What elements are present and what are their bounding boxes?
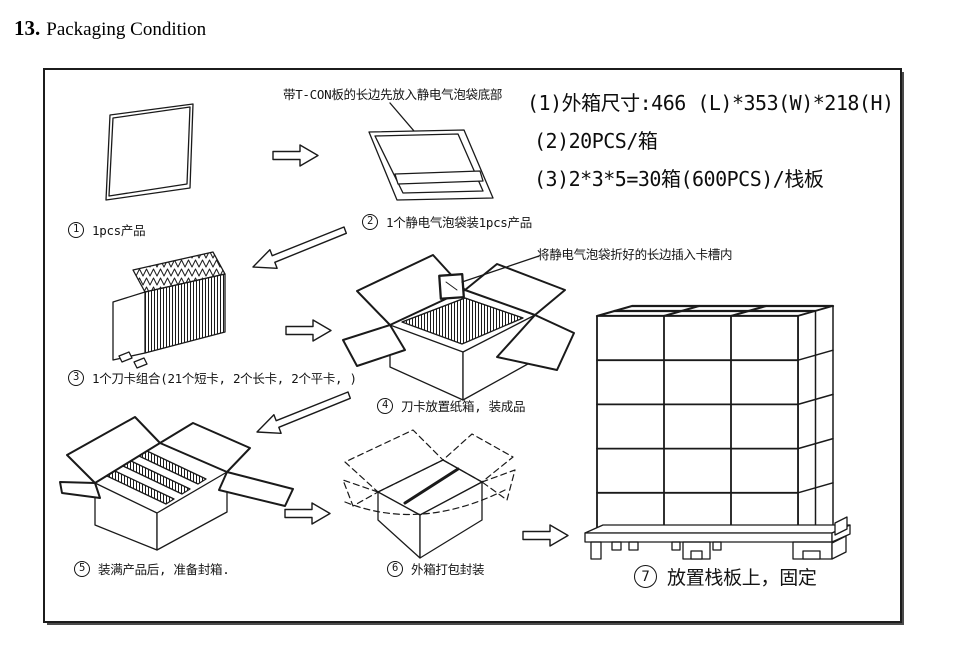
step-number-7: 7 xyxy=(634,565,657,588)
diagram-frame xyxy=(43,68,902,623)
step-text-5: 装满产品后, 准备封箱. xyxy=(98,562,230,577)
step-label-1: 1 1pcs产品 xyxy=(68,220,146,239)
panel-drawing xyxy=(105,103,194,201)
step-number-2: 2 xyxy=(362,213,378,230)
step-number-5: 5 xyxy=(74,560,90,577)
step-text-3: 1个刀卡组合(21个短卡, 2个长卡, 2个平卡, ) xyxy=(92,371,357,386)
arrow-diagonal-2 xyxy=(256,391,351,434)
section-title-text: Packaging Condition xyxy=(46,19,207,40)
step-text-2: 1个静电气泡袋装1pcs产品 xyxy=(386,215,532,230)
step-text-6: 外箱打包封装 xyxy=(411,562,485,577)
step-number-3: 3 xyxy=(68,369,84,386)
carton-with-cards-drawing xyxy=(342,254,575,401)
step-label-6: 6 外箱打包封装 xyxy=(387,559,485,578)
spec-text-block: (1)外箱尺寸:466 (L)*353(W)*218(H) (2)20PCS/箱… xyxy=(527,84,894,198)
pallet-base-drawing xyxy=(584,516,851,560)
arrow-right-1 xyxy=(272,144,319,167)
step-text-4: 刀卡放置纸箱, 装成品 xyxy=(401,399,526,414)
leader-line-slot-note xyxy=(461,255,540,283)
step-label-3: 3 1个刀卡组合(21个短卡, 2个长卡, 2个平卡, ) xyxy=(68,368,357,387)
step-text-1: 1pcs产品 xyxy=(92,223,146,238)
spec-line-3: (3)2*3*5=30箱(600PCS)/栈板 xyxy=(534,167,824,191)
arrow-right-2 xyxy=(285,319,332,342)
step-label-7: 7 放置栈板上，固定 xyxy=(634,563,817,590)
arrow-right-3 xyxy=(284,502,331,525)
spec-line-2: (2)20PCS/箱 xyxy=(534,129,658,153)
filled-carton-drawing xyxy=(59,416,294,551)
arrow-right-4 xyxy=(522,524,569,547)
sealed-carton-drawing xyxy=(342,429,516,559)
step-label-2: 2 1个静电气泡袋装1pcs产品 xyxy=(362,212,532,231)
spec-line-1: (1)外箱尺寸:466 (L)*353(W)*218(H) xyxy=(527,91,894,115)
step-number-1: 1 xyxy=(68,221,84,238)
pallet-stack-drawing xyxy=(584,304,851,560)
annotation-bag-note: 带T-CON板的长边先放入静电气泡袋底部 xyxy=(283,87,503,102)
section-title: 13.Packaging Condition xyxy=(14,16,206,41)
bubble-bag-drawing xyxy=(368,129,494,201)
step-label-5: 5 装满产品后, 准备封箱. xyxy=(74,559,230,578)
step-number-6: 6 xyxy=(387,560,403,577)
step-label-4: 4 刀卡放置纸箱, 装成品 xyxy=(377,396,526,415)
annotation-slot-note: 将静电气泡袋折好的长边插入卡槽内 xyxy=(537,247,733,262)
step-text-7: 放置栈板上，固定 xyxy=(667,567,817,589)
arrow-diagonal-1 xyxy=(252,226,347,269)
knife-card-block-drawing xyxy=(112,251,226,369)
step-number-4: 4 xyxy=(377,397,393,414)
packaging-diagram xyxy=(59,102,851,560)
section-number: 13. xyxy=(14,16,41,40)
